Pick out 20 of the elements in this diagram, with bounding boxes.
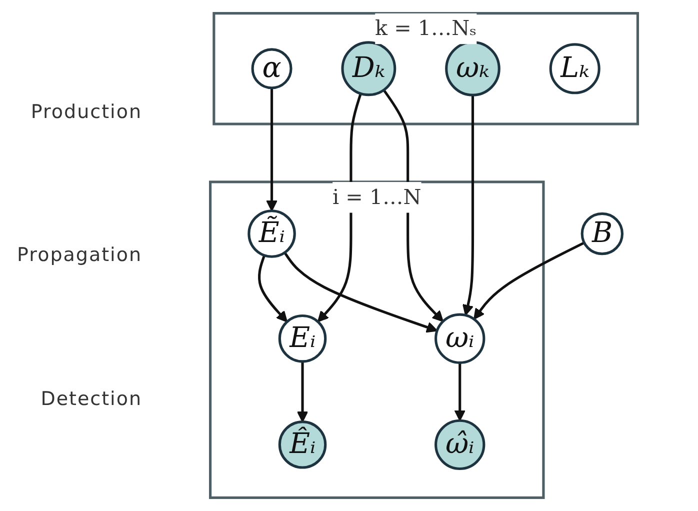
arrow bbox=[454, 362, 466, 422]
arrow bbox=[462, 95, 474, 316]
node-circle: Lₖ bbox=[549, 43, 600, 94]
node-circle: Eᵢ bbox=[278, 314, 327, 363]
node-circle: ω̂ᵢ bbox=[434, 419, 486, 470]
row-label: Propagation bbox=[16, 244, 143, 266]
arrow bbox=[296, 361, 308, 422]
node-circle: Dₖ bbox=[341, 41, 396, 96]
node-circle: B bbox=[580, 212, 624, 256]
node-circle: Êᵢ bbox=[278, 420, 327, 469]
node-circle: ωᵢ bbox=[434, 313, 486, 364]
node-circle: ωₖ bbox=[445, 40, 500, 96]
arrow bbox=[474, 242, 585, 320]
row-label: Production bbox=[30, 100, 143, 123]
arrow bbox=[266, 88, 278, 212]
node-circle: Ẽᵢ bbox=[248, 210, 296, 258]
arrow bbox=[258, 254, 288, 322]
node-circle: α bbox=[251, 48, 292, 90]
arrow bbox=[284, 252, 438, 333]
row-label: Detection bbox=[40, 388, 143, 410]
